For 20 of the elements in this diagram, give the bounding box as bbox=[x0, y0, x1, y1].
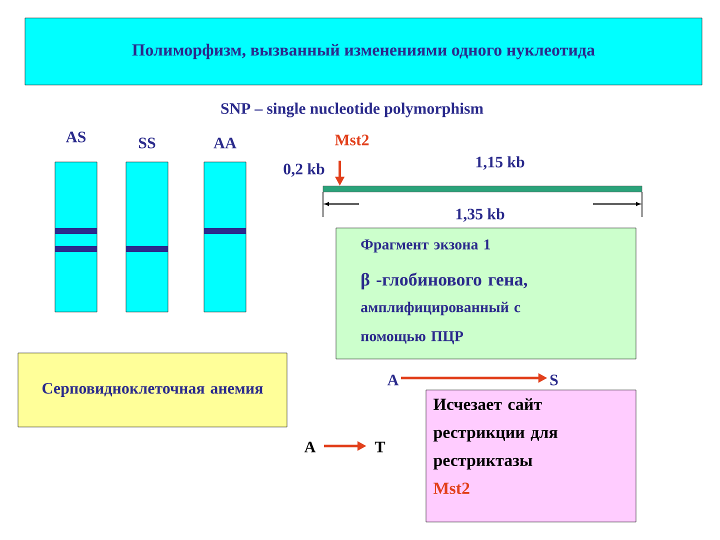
node-label: AA bbox=[214, 138, 236, 148]
text-box: Исчезает сайт рестрикции для рестриктазы Mst2 bbox=[426, 390, 636, 522]
text-box: Фрагмент экзона 1 β -глобинового гена, амплифицированный с помощью ПЦР bbox=[336, 228, 636, 360]
size-label: 1,15 kb bbox=[474, 155, 526, 171]
gel-lane: AS bbox=[54, 132, 98, 312]
base-letter: A bbox=[387, 374, 399, 386]
base-letter: T bbox=[374, 442, 386, 452]
size-label: 0,2 kb bbox=[282, 162, 326, 178]
enzyme-label: Mst2 bbox=[334, 134, 369, 146]
base-letter: S bbox=[550, 374, 558, 386]
text-box: Серповидноклеточная анемия bbox=[18, 352, 288, 428]
title-box: Полиморфизм, вызванный изменениями одного нуклеотида bbox=[24, 18, 702, 86]
node-label: AS bbox=[66, 132, 86, 142]
dna-bar bbox=[322, 186, 642, 192]
subtitle: SNP – single nucleotide polymorphism bbox=[219, 102, 485, 118]
base-letter: A bbox=[304, 442, 316, 452]
gel-lane: SS bbox=[126, 138, 168, 312]
size-label: 1,35 kb bbox=[454, 207, 506, 223]
gel-lane: AA bbox=[204, 138, 246, 312]
node-label: SS bbox=[138, 138, 156, 148]
